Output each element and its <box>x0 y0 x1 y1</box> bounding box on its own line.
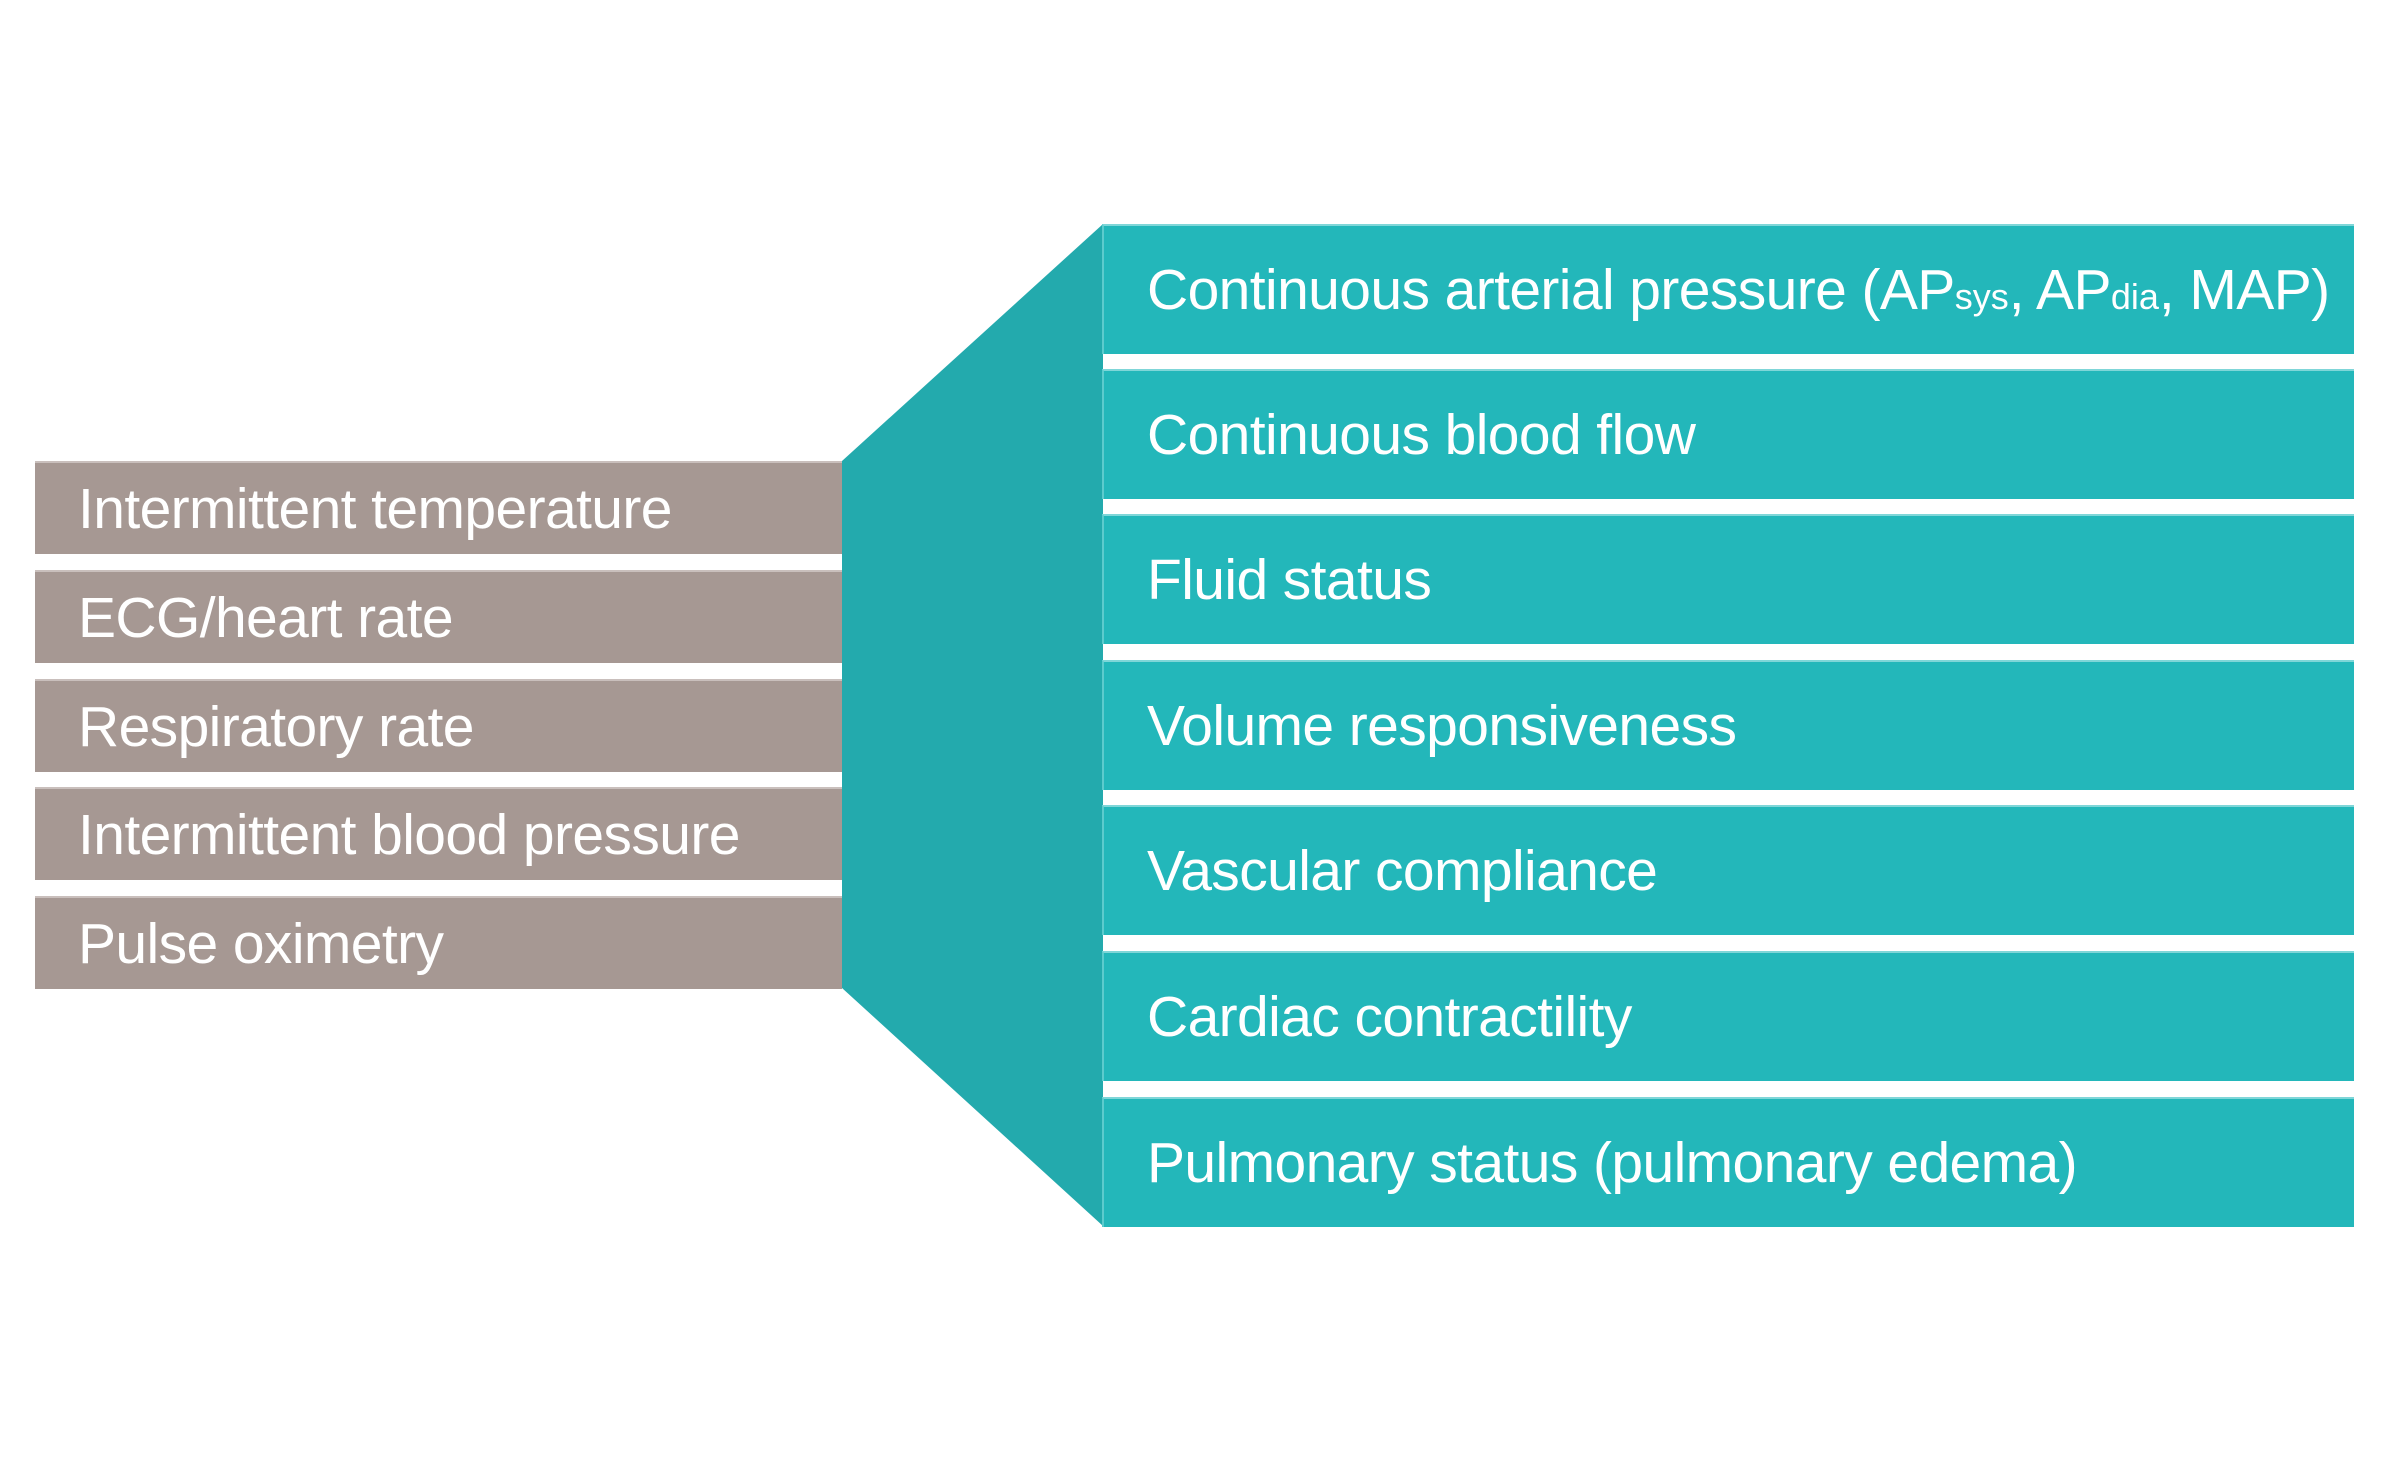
basic-monitoring-item-blood-pressure: Intermittent blood pressure <box>35 787 842 880</box>
basic-monitoring-item-respiratory-rate: Respiratory rate <box>35 679 842 772</box>
item-label: Respiratory rate <box>78 694 474 759</box>
item-label: Continuous arterial pressure (APsys, APd… <box>1147 257 2330 323</box>
advanced-monitoring-item-cardiac-contractility: Cardiac contractility <box>1102 951 2354 1081</box>
item-label: Volume responsiveness <box>1147 694 1737 758</box>
item-label: Pulmonary status (pulmonary edema) <box>1147 1131 2078 1195</box>
advanced-monitoring-item-vascular-compliance: Vascular compliance <box>1102 805 2354 935</box>
item-label: Continuous blood flow <box>1147 403 1696 467</box>
basic-monitoring-item-pulse-oximetry: Pulse oximetry <box>35 896 842 989</box>
advanced-monitoring-item-volume-responsiveness: Volume responsiveness <box>1102 660 2354 790</box>
funnel-shape <box>842 224 1103 1226</box>
basic-monitoring-item-ecg: ECG/heart rate <box>35 570 842 663</box>
item-label: Vascular compliance <box>1147 839 1658 903</box>
item-label: Fluid status <box>1147 548 1432 612</box>
label-part: , AP <box>2008 258 2112 322</box>
label-subscript-sys: sys <box>1954 276 2009 317</box>
item-label: Pulse oximetry <box>78 911 444 976</box>
label-subscript-dia: dia <box>2110 276 2159 317</box>
item-label: Intermittent blood pressure <box>78 802 740 867</box>
advanced-monitoring-item-pulmonary-status: Pulmonary status (pulmonary edema) <box>1102 1097 2354 1227</box>
advanced-monitoring-item-fluid-status: Fluid status <box>1102 514 2354 644</box>
item-label: Intermittent temperature <box>78 476 672 541</box>
basic-monitoring-item-temperature: Intermittent temperature <box>35 461 842 554</box>
item-label: ECG/heart rate <box>78 585 454 650</box>
item-label: Cardiac contractility <box>1147 985 1632 1049</box>
advanced-monitoring-item-arterial-pressure: Continuous arterial pressure (APsys, APd… <box>1102 224 2354 354</box>
label-part: Continuous arterial pressure (AP <box>1147 258 1955 322</box>
label-part: , MAP) <box>2158 258 2330 322</box>
advanced-monitoring-item-blood-flow: Continuous blood flow <box>1102 369 2354 499</box>
